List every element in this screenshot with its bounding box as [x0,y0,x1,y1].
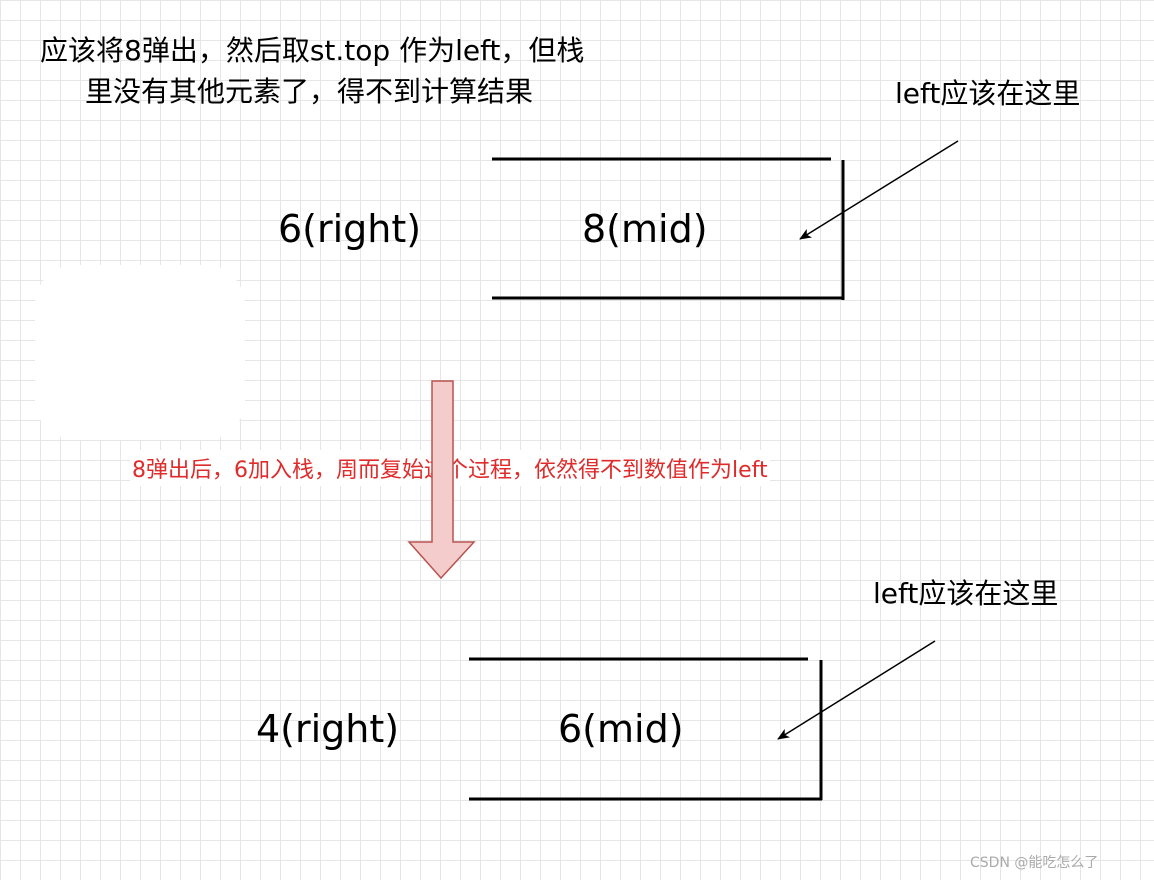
right-label-2: 4(right) [256,707,400,751]
top-note-line2: 里没有其他元素了，得不到计算结果 [85,75,534,108]
watermark: CSDN @能吃怎么了 [970,855,1099,871]
mid-label-1: 8(mid) [582,207,708,251]
pointer-arrow-2 [777,640,936,740]
erased-area [35,265,245,440]
left-position-label-2: left应该在这里 [873,577,1059,610]
transition-note: 8弹出后，6加入栈，周而复始这个过程，依然得不到数值作为left [130,450,770,486]
mid-label-2: 6(mid) [558,707,684,751]
pointer-arrow-1 [799,140,959,240]
right-label-1: 6(right) [278,207,422,251]
left-position-label-1: left应该在这里 [895,77,1081,110]
top-note: 应该将8弹出，然后取st.top 作为left，但栈 里没有其他元素了，得不到计… [40,30,584,112]
top-note-line1: 应该将8弹出，然后取st.top 作为left，但栈 [40,34,585,67]
